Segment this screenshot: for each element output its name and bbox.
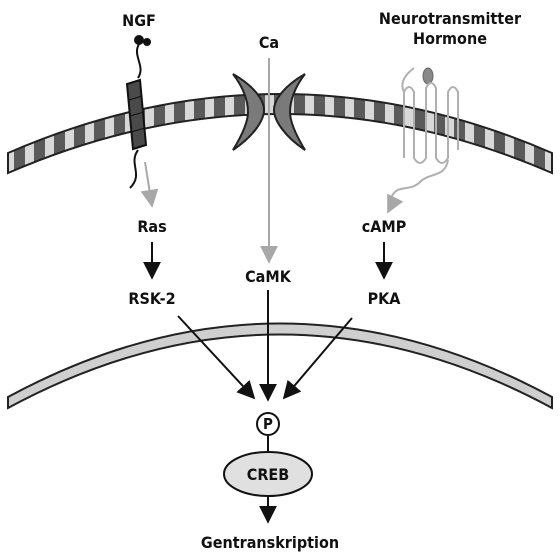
hormone-label: Hormone bbox=[413, 29, 487, 48]
creb-label: CREB bbox=[247, 465, 289, 484]
gentranskription-label: Gentranskription bbox=[201, 533, 339, 552]
ngf-label: NGF bbox=[122, 11, 156, 30]
ngf-receptor bbox=[125, 35, 151, 189]
phospho-group: P bbox=[256, 412, 280, 452]
camk-label: CaMK bbox=[245, 267, 292, 286]
arrow-gpcr-camp bbox=[387, 193, 404, 214]
rsk2-label: RSK-2 bbox=[128, 289, 175, 308]
pka-label: PKA bbox=[368, 289, 402, 308]
arrow-ngf-ras bbox=[140, 161, 159, 208]
camp-label: cAMP bbox=[362, 217, 407, 236]
arrow-rsk2-creb bbox=[177, 315, 256, 400]
ca-label: Ca bbox=[259, 33, 279, 52]
ras-label: Ras bbox=[137, 217, 166, 236]
gpcr-receptor bbox=[391, 67, 459, 197]
calcium-channel bbox=[232, 73, 306, 151]
phospho-label: P bbox=[263, 415, 273, 433]
arrow-pka-creb bbox=[282, 317, 353, 400]
creb-node: CREB bbox=[223, 451, 313, 497]
phospho-circle bbox=[256, 412, 280, 436]
nuclear-membrane bbox=[7, 322, 553, 410]
arrows bbox=[140, 58, 404, 524]
neurotransmitter-label: Neurotransmitter bbox=[379, 9, 522, 28]
